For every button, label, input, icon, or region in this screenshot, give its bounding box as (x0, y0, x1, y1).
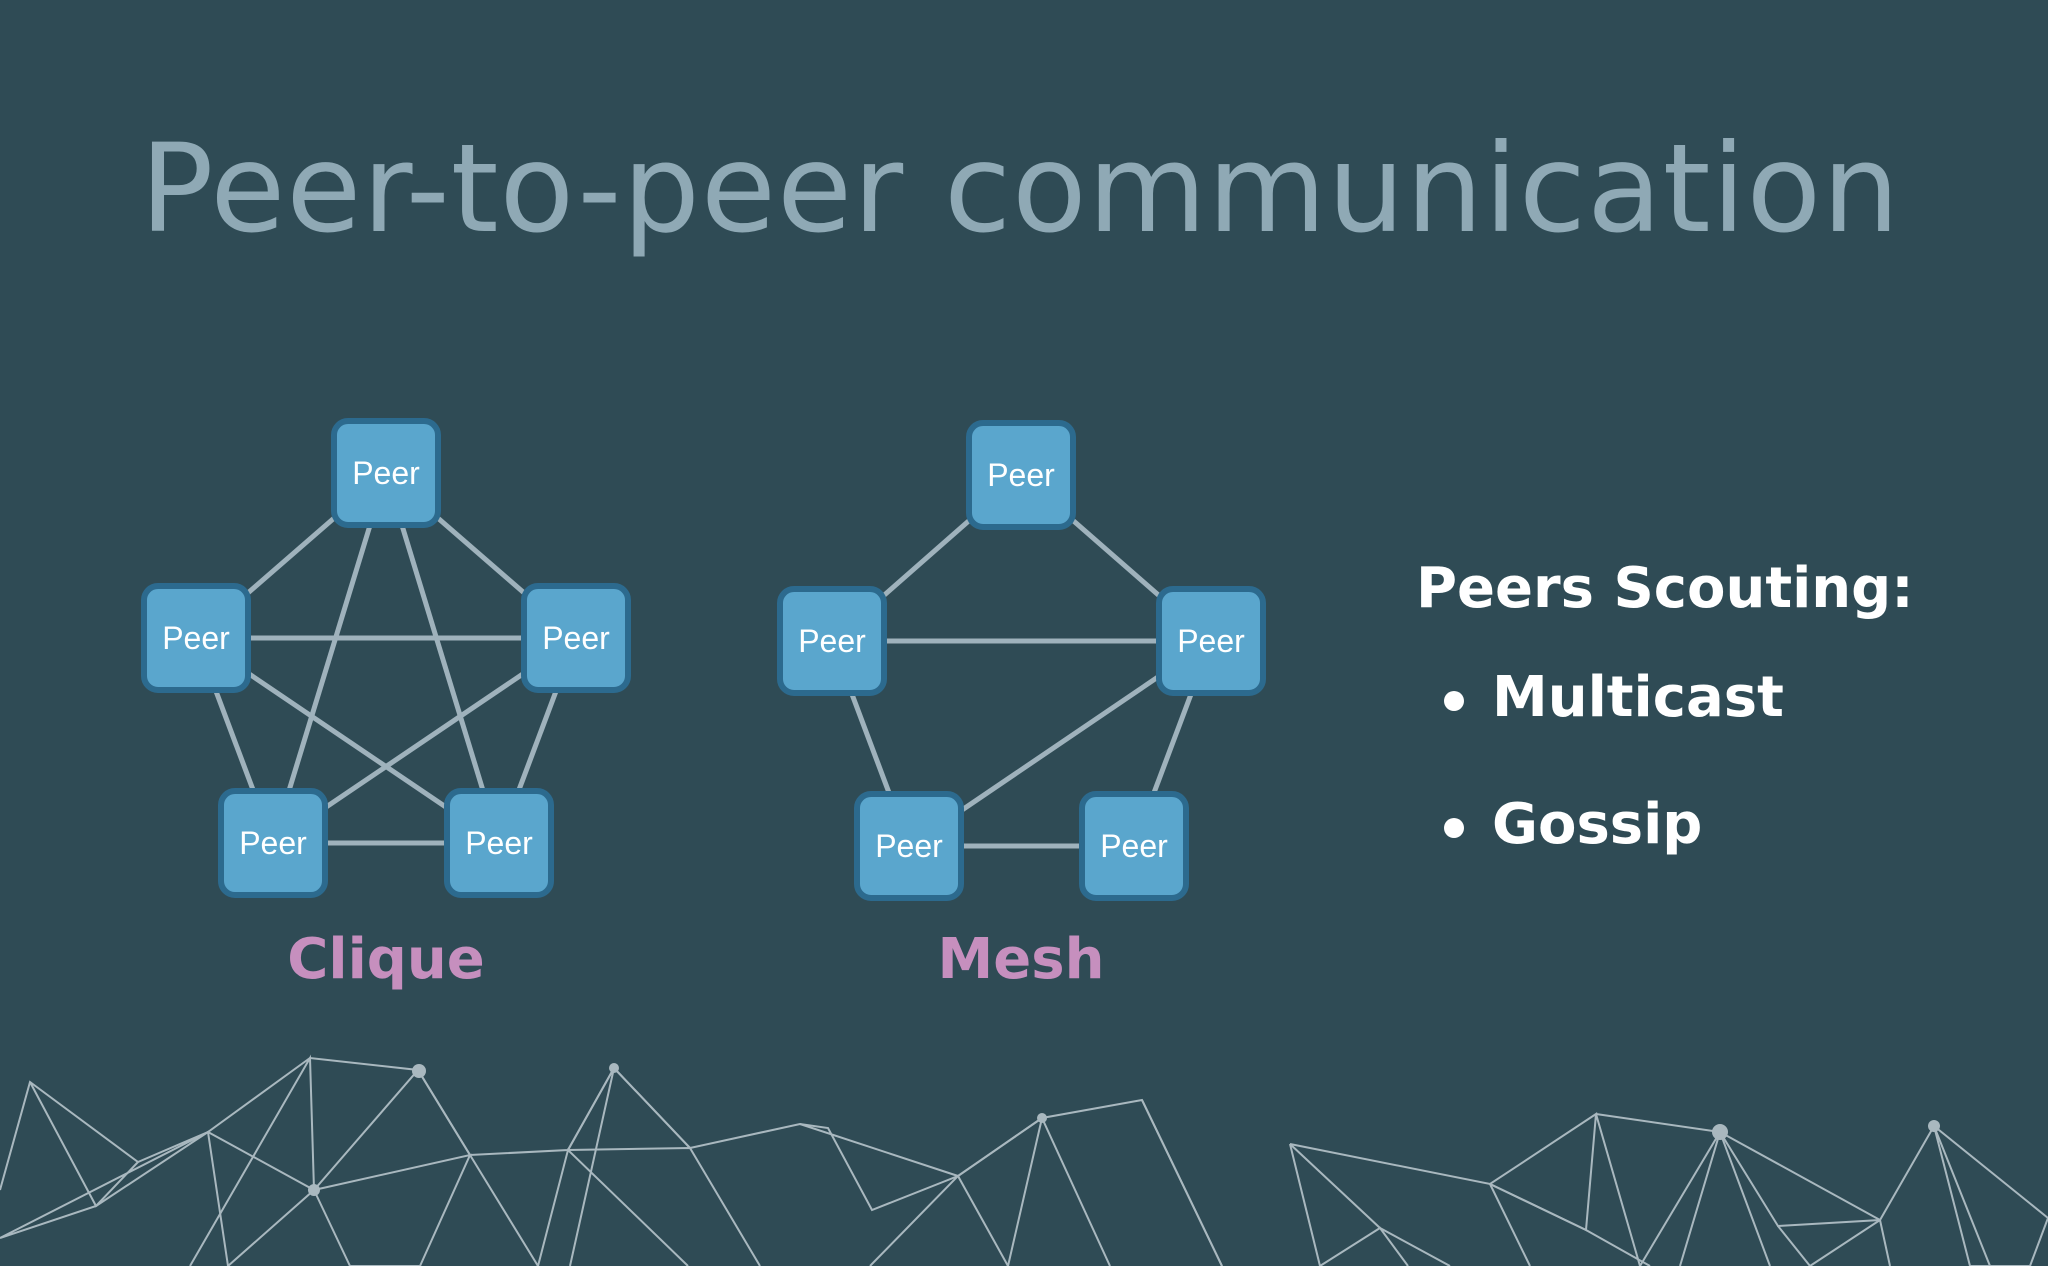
diagram-caption: Mesh (938, 927, 1105, 992)
bullet-icon (1444, 691, 1464, 711)
peer-node: Peer (218, 788, 328, 898)
scouting-heading: Peers Scouting: (1416, 556, 1914, 621)
peer-node-label: Peer (798, 623, 866, 659)
peer-node-label: Peer (465, 825, 533, 861)
diagram-caption: Clique (287, 927, 484, 992)
peer-node: Peer (777, 586, 887, 696)
peer-node-label: Peer (239, 825, 307, 861)
peer-node-box (966, 420, 1076, 530)
peer-node-label: Peer (875, 828, 943, 864)
decorative-polygon-background (0, 1054, 2048, 1266)
peer-node-box (331, 418, 441, 528)
peer-node-box (444, 788, 554, 898)
peer-node: Peer (141, 583, 251, 693)
peer-node-label: Peer (987, 457, 1055, 493)
list-item-label: Multicast (1492, 665, 1784, 730)
peer-node-label: Peer (1177, 623, 1245, 659)
slide-title: Peer-to-peer communication (140, 118, 1901, 260)
peer-node-label: Peer (1100, 828, 1168, 864)
peer-node-box (218, 788, 328, 898)
list-item-label: Gossip (1492, 792, 1703, 857)
peer-node-box (1156, 586, 1266, 696)
bullet-icon (1444, 818, 1464, 838)
edge-0-3 (270, 472, 389, 844)
peer-node: Peer (521, 583, 631, 693)
peer-node: Peer (444, 788, 554, 898)
peer-node: Peer (966, 420, 1076, 530)
peer-node-box (854, 791, 964, 901)
peer-node: Peer (331, 418, 441, 528)
peer-node: Peer (854, 791, 964, 901)
peer-node-box (1079, 791, 1189, 901)
peer-node-label: Peer (352, 455, 420, 491)
list-item-gossip: Gossip (1444, 792, 1914, 857)
peer-node-box (777, 586, 887, 696)
peer-node-box (141, 583, 251, 693)
peer-node-label: Peer (162, 620, 230, 656)
peer-node: Peer (1156, 586, 1266, 696)
peer-node: Peer (1079, 791, 1189, 901)
scouting-panel: Peers Scouting: Multicast Gossip (1416, 556, 1914, 919)
edge-0-4 (383, 472, 502, 844)
scouting-list: Multicast Gossip (1416, 665, 1914, 857)
peer-node-box (521, 583, 631, 693)
list-item-multicast: Multicast (1444, 665, 1914, 730)
peer-node-label: Peer (542, 620, 610, 656)
